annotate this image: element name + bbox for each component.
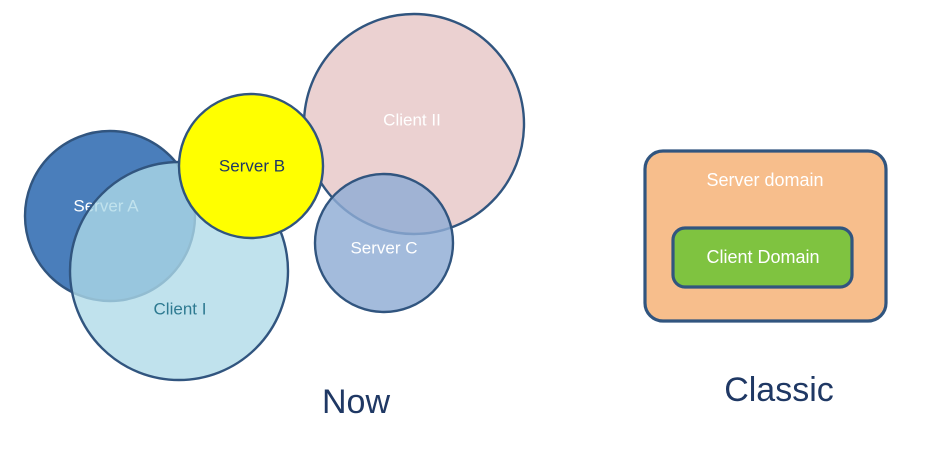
server-b-circle[interactable] <box>177 92 325 240</box>
client-domain-box[interactable]: Client Domain <box>671 226 854 289</box>
server-c-circle[interactable] <box>313 172 455 314</box>
classic-diagram-group: Server domain Client Domain Classic <box>643 149 888 409</box>
now-diagram-group: Server A Client I Client II Server C Ser… <box>23 12 526 421</box>
server-domain-label: Server domain <box>706 170 823 190</box>
classic-caption: Classic <box>724 371 834 409</box>
circle-server-c[interactable]: Server C <box>313 172 455 314</box>
client-domain-label: Client Domain <box>706 247 819 267</box>
client-domain-rect[interactable] <box>671 226 854 289</box>
now-caption: Now <box>322 383 390 421</box>
circle-server-b[interactable]: Server B <box>177 92 325 240</box>
